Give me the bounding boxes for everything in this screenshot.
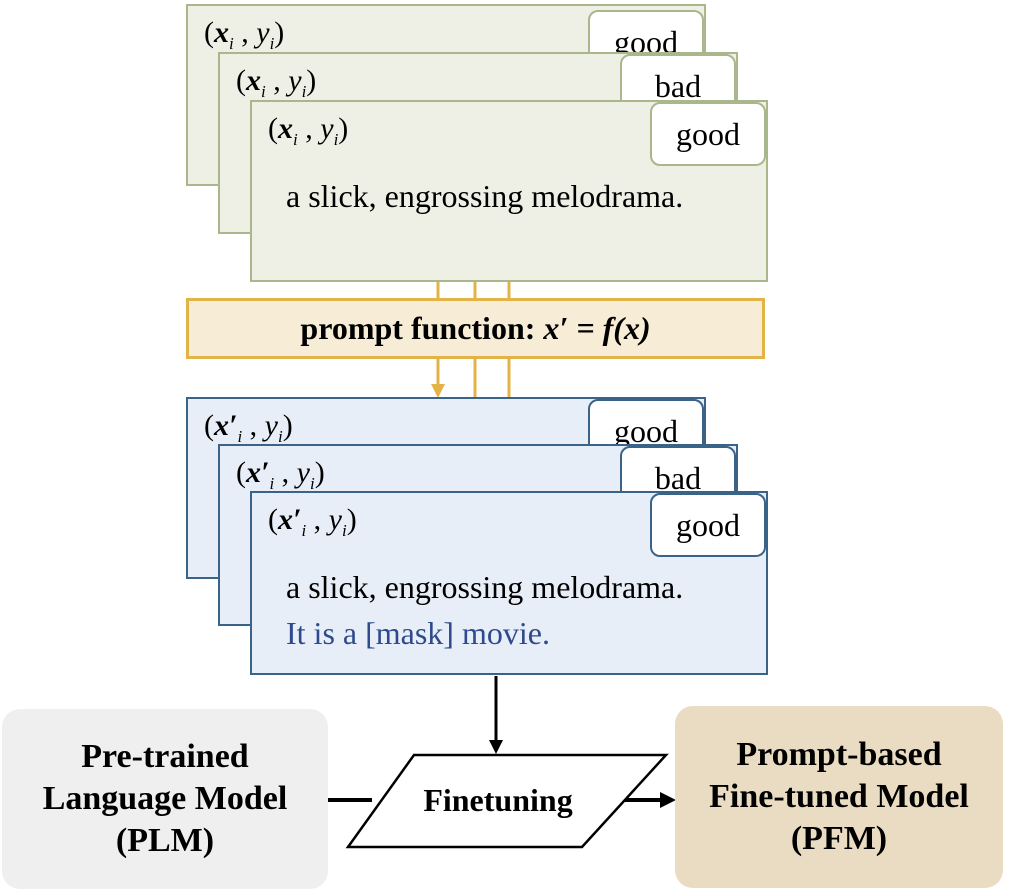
finetune-to-pfm-arrowhead: [660, 792, 676, 808]
example-header: (x′i , yi): [204, 409, 293, 446]
prompt-template-text: It is a [mask] movie.: [286, 615, 550, 651]
plm-line-1: Pre-trained: [81, 738, 249, 775]
label-badge: good: [650, 102, 766, 166]
prompt-based-finetuned-model-box: Prompt-based Fine-tuned Model (PFM): [675, 706, 1003, 888]
example-header: (x′i , yi): [268, 503, 357, 540]
original-example-card-3: (xi , yi) good a slick, engrossing melod…: [250, 100, 768, 282]
finetune-input-arrowhead: [489, 740, 503, 754]
pfm-line-3: (PFM): [790, 820, 888, 857]
example-sentence: a slick, engrossing melodrama.: [286, 569, 684, 605]
pfm-line-1: Prompt-based: [736, 736, 942, 773]
finetuning-parallelogram: [345, 753, 669, 849]
finetuning-label: Finetuning: [423, 782, 573, 818]
example-header: (xi , yi): [236, 64, 317, 101]
plm-line-2: Language Model: [42, 780, 288, 817]
gold-arrowhead-1: [431, 384, 445, 398]
prompted-example-card-3: (x′i , yi) good a slick, engrossing melo…: [250, 491, 768, 675]
label-badge: good: [650, 493, 766, 557]
prompt-function-rhs: f(x): [602, 310, 651, 346]
example-sentence: a slick, engrossing melodrama.: [286, 178, 684, 214]
prompt-function-box: prompt function: x′ = f(x): [186, 298, 765, 359]
example-header: (x′i , yi): [236, 456, 325, 493]
pretrained-language-model-box: Pre-trained Language Model (PLM): [2, 709, 328, 889]
prompt-function-lhs: x′ =: [543, 310, 595, 346]
pfm-line-2: Fine-tuned Model: [709, 778, 969, 815]
example-header: (xi , yi): [204, 16, 285, 53]
plm-line-3: (PLM): [115, 822, 215, 859]
prompt-function-label: prompt function:: [300, 310, 536, 346]
example-header: (xi , yi): [268, 112, 349, 149]
